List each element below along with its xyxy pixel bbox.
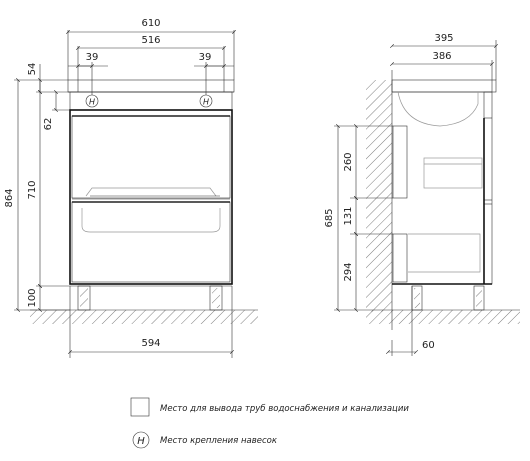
side-top-dimensions: 395 386	[392, 33, 496, 92]
front-countertop	[67, 79, 235, 93]
front-view: H H 610 516 39 39	[4, 18, 258, 358]
legend-hatch-item: Место для вывода труб водоснабжения и ка…	[130, 397, 409, 417]
side-floor	[366, 309, 520, 324]
dim-top-thickness: 54	[27, 63, 38, 76]
dim-hook-zone: 62	[43, 118, 54, 131]
legend-hatch-swatch	[130, 397, 150, 417]
side-pipe-zone-bottom	[392, 233, 408, 283]
front-body	[69, 109, 233, 285]
front-legs	[70, 285, 232, 311]
dim-overall-height: 864	[4, 188, 15, 207]
front-floor	[30, 309, 258, 324]
dim-depth-body: 386	[432, 51, 451, 62]
dim-overall-width: 610	[141, 18, 160, 29]
legend: Место для вывода труб водоснабжения и ка…	[130, 397, 409, 449]
front-lower-drawer	[71, 198, 231, 283]
front-upper-drawer	[71, 115, 231, 199]
side-countertop	[391, 79, 497, 93]
side-legs	[411, 285, 485, 311]
dim-depth-total: 395	[434, 33, 453, 44]
side-pipe-zone-top	[392, 125, 408, 199]
legend-hook-item: H Место крепления навесок	[132, 431, 278, 449]
side-left-dimensions: 685 260 131 294	[324, 126, 393, 310]
dim-left-hook-offset: 39	[86, 52, 99, 63]
side-view: 395 386 685 260 131 294	[324, 33, 520, 356]
dim-zone-middle: 131	[343, 206, 354, 225]
dim-top-inner-width: 516	[141, 35, 160, 46]
dim-right-hook-offset: 39	[199, 52, 212, 63]
legend-hook-letter: H	[137, 436, 145, 447]
dim-wall-offset: 60	[422, 340, 435, 351]
hook-left-letter: H	[89, 98, 95, 107]
dim-body-height: 710	[27, 180, 38, 199]
side-wall	[366, 70, 393, 330]
dim-zone-top: 260	[343, 152, 354, 171]
legend-hook-label: Место крепления навесок	[160, 436, 278, 446]
dim-zone-bottom: 294	[343, 262, 354, 281]
front-left-dimensions: 864 54 710 62 100	[4, 63, 70, 310]
legend-hook-icon	[132, 431, 150, 449]
front-hook-left-icon: H	[85, 94, 99, 108]
front-hook-right-icon: H	[199, 94, 213, 108]
front-bottom-dimension: 594	[70, 286, 232, 358]
front-top-dimensions: 610 516 39 39	[68, 18, 234, 95]
dim-base-width: 594	[141, 338, 160, 349]
hook-right-letter: H	[203, 98, 209, 107]
dim-leg-height: 100	[27, 288, 38, 307]
side-bottom-dimension: 60	[388, 286, 435, 356]
legend-hatch-label: Место для вывода труб водоснабжения и ка…	[160, 404, 409, 414]
dim-zone-total: 685	[324, 208, 335, 227]
side-body	[392, 91, 493, 285]
